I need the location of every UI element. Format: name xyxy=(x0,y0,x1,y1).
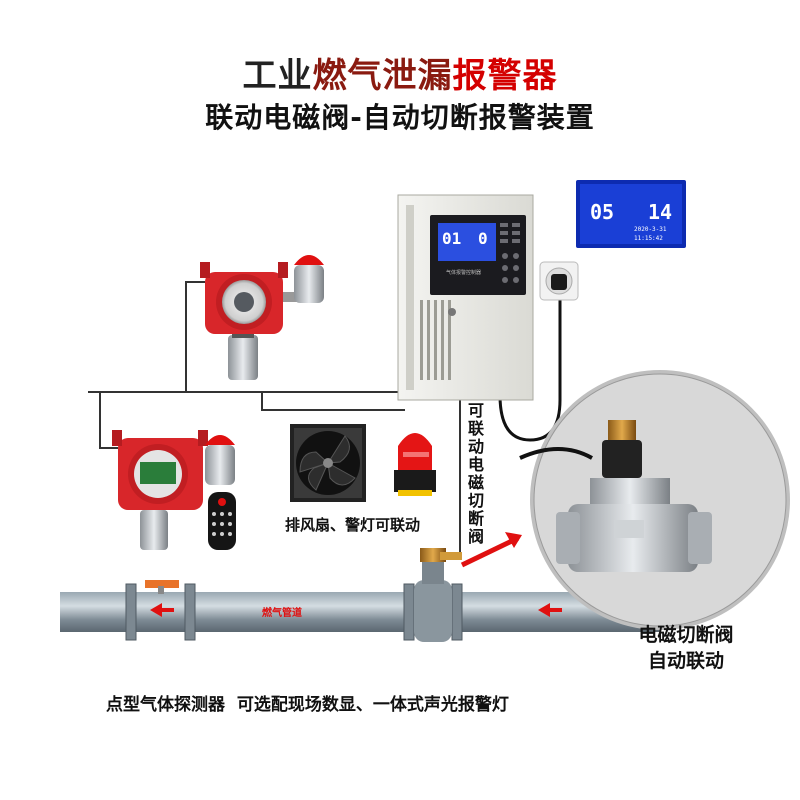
pipe-label: 燃气管道 xyxy=(262,608,302,619)
valve-zoom-circle xyxy=(519,370,790,630)
controller-display-left: 01 xyxy=(442,229,462,248)
gas-detector-2 xyxy=(112,430,235,550)
lcd-time: 11:15:42 xyxy=(634,235,663,242)
lcd-number-right: 14 xyxy=(648,200,673,224)
exhaust-fan xyxy=(290,424,366,502)
signal-wires xyxy=(88,281,562,560)
flow-arrows xyxy=(150,603,562,617)
remote-control xyxy=(208,492,236,550)
title-part-2: 燃气泄漏 xyxy=(312,56,453,96)
lcd-number-left: 05 xyxy=(590,200,615,224)
valve-caption: 电磁切断阀 自动联动 xyxy=(596,622,776,674)
valve-vertical-label: 可联动电磁切断阀 xyxy=(467,401,484,546)
controller-brand-label: 气体报警控制器 xyxy=(446,270,482,276)
controller-display-right: 0 xyxy=(478,229,488,248)
title-part-3: 报警器 xyxy=(452,56,558,96)
page-subtitle: 联动电磁阀-自动切断报警装置 xyxy=(205,101,595,134)
warning-lamp xyxy=(394,433,436,496)
lcd-panel xyxy=(576,180,686,248)
alarm-controller xyxy=(397,194,534,401)
gas-detector-1 xyxy=(200,255,324,380)
lcd-date: 2020-3-31 xyxy=(634,226,667,233)
bottom-caption: 点型气体探测器 可选配现场数显、一体式声光报警灯 xyxy=(106,695,509,715)
title-part-1: 工业 xyxy=(242,56,313,96)
valve-caption-line-1: 电磁切断阀 xyxy=(638,624,734,646)
valve-caption-line-2: 自动联动 xyxy=(647,650,724,672)
pointer-arrow xyxy=(460,532,522,568)
page-title: 工业燃气泄漏报警器 xyxy=(0,48,800,97)
fan-lamp-caption: 排风扇、警灯可联动 xyxy=(285,516,421,534)
power-socket xyxy=(539,261,579,301)
